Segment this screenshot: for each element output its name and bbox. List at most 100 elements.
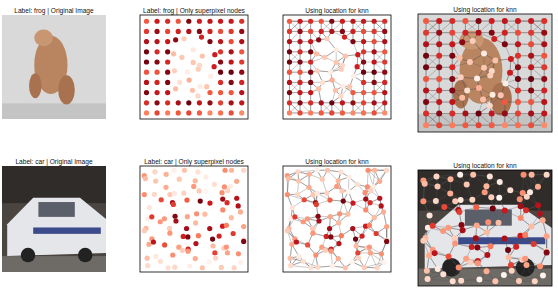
superpixel-node [222, 168, 227, 173]
superpixel-node [470, 38, 476, 44]
superpixel-node [528, 64, 534, 70]
superpixel-node [372, 100, 377, 105]
frog-leg [58, 75, 75, 104]
superpixel-node [324, 36, 329, 41]
superpixel-node [365, 168, 370, 173]
image-background [418, 170, 552, 286]
superpixel-node [372, 19, 377, 24]
superpixel-node [207, 19, 212, 24]
superpixel-node [476, 122, 482, 128]
superpixel-node [234, 196, 239, 201]
superpixel-node [487, 72, 493, 78]
superpixel-node [302, 197, 307, 202]
superpixel-node [353, 243, 358, 248]
superpixel-node [207, 39, 212, 44]
superpixel-node [308, 265, 313, 270]
superpixel-node [286, 176, 291, 181]
superpixel-node [224, 223, 229, 228]
superpixel-node [459, 95, 465, 101]
superpixel-node [489, 30, 495, 36]
superpixel-node [181, 36, 186, 41]
superpixel-node [372, 59, 377, 64]
superpixel-node [350, 90, 355, 95]
superpixel-node [179, 55, 184, 60]
superpixel-node [210, 236, 215, 241]
superpixel-node [297, 39, 302, 44]
superpixel-node [210, 243, 215, 248]
superpixel-node [476, 30, 482, 36]
superpixel-node [329, 19, 334, 24]
superpixel-node [458, 74, 464, 80]
superpixel-node [200, 53, 205, 58]
superpixel-node [308, 49, 313, 54]
superpixel-node [320, 80, 325, 85]
frog-leg [453, 80, 469, 108]
superpixel-node [327, 226, 332, 231]
superpixel-node [464, 87, 470, 93]
row-figures [2, 166, 552, 286]
superpixel-node [218, 49, 223, 54]
superpixel-node [239, 29, 244, 34]
superpixel-node [528, 99, 534, 105]
superpixel-node [372, 70, 377, 75]
superpixel-node [177, 80, 182, 85]
superpixel-node [328, 249, 333, 254]
superpixel-node [476, 18, 482, 24]
superpixel-node [340, 19, 345, 24]
superpixel-node [382, 90, 387, 95]
superpixel-node [229, 80, 234, 85]
superpixel-node [184, 226, 189, 231]
superpixel-node [229, 39, 234, 44]
car-stripe [33, 227, 101, 233]
superpixel-node [372, 168, 377, 173]
superpixel-node [457, 55, 463, 61]
superpixel-node [290, 205, 295, 210]
superpixel-node [355, 250, 360, 255]
superpixel-node [315, 191, 320, 196]
knn-edge [364, 263, 383, 268]
superpixel-node [541, 87, 547, 93]
superpixel-node [208, 74, 213, 79]
superpixel-node [372, 49, 377, 54]
superpixel-node [355, 182, 360, 187]
superpixel-node [239, 39, 244, 44]
superpixel-node [382, 49, 387, 54]
superpixel-node [367, 223, 372, 228]
superpixel-node [515, 99, 521, 105]
superpixel-node [308, 110, 313, 115]
superpixel-node [350, 19, 355, 24]
superpixel-node [288, 263, 293, 268]
superpixel-node [336, 220, 341, 225]
superpixel-node [239, 59, 244, 64]
superpixel-node [162, 242, 167, 247]
superpixel-node [285, 192, 290, 197]
superpixel-node [459, 39, 465, 45]
superpixel-node [489, 111, 495, 117]
superpixel-node [176, 100, 181, 105]
superpixel-node [323, 248, 328, 253]
superpixel-node [372, 39, 377, 44]
superpixel-node [515, 76, 521, 82]
knn-edge [524, 174, 547, 175]
car-body [7, 198, 106, 256]
superpixel-node [153, 179, 158, 184]
superpixel-node [165, 39, 170, 44]
superpixel-node [338, 169, 343, 174]
superpixel-node [350, 226, 355, 231]
superpixel-node [144, 110, 149, 115]
superpixel-node [154, 90, 159, 95]
superpixel-node [382, 80, 387, 85]
superpixel-node [436, 64, 442, 70]
superpixel-node [341, 198, 346, 203]
superpixel-node [350, 259, 355, 264]
superpixel-node [176, 19, 181, 24]
superpixel-node [361, 90, 366, 95]
superpixel-node [287, 80, 292, 85]
superpixel-node [172, 265, 177, 270]
superpixel-node [316, 37, 321, 42]
image-trees [418, 170, 552, 211]
superpixel-node [339, 188, 344, 193]
superpixel-node [287, 39, 292, 44]
image-background [2, 15, 106, 119]
